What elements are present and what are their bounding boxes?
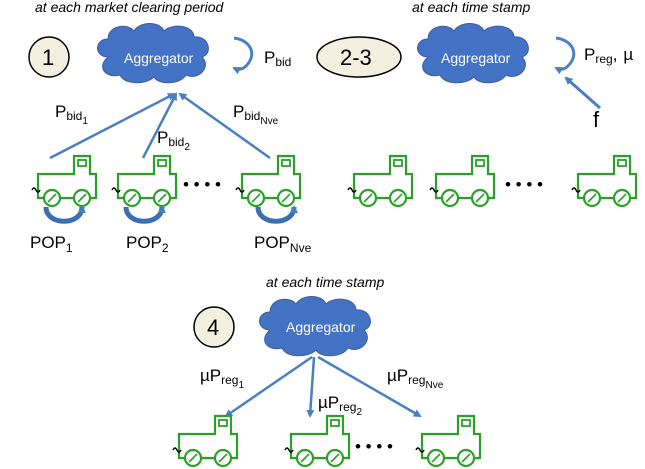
- panel1-ellipsis: • • • •: [183, 175, 221, 194]
- panel4-caption: at each time stamp: [266, 274, 384, 290]
- panel1-step-label: 1: [42, 45, 54, 70]
- panel4-mupreg1-label: µPreg1: [200, 366, 244, 391]
- panel1-vehicle-1: [30, 154, 98, 208]
- panel1-vehicle-nve: [234, 154, 302, 208]
- panel23-preg-mu-label: Preg,µ: [584, 45, 633, 66]
- panel1-bid-arrow-nve: [178, 92, 271, 160]
- panel1-bid-arrow-2: [141, 92, 178, 159]
- panel1-bid-arrow-1: [49, 92, 176, 160]
- panel1-pbid-label: Pbid: [264, 48, 291, 69]
- panel4-vehicle-2: [283, 414, 351, 468]
- panel1-pop2-label: POP2: [126, 233, 169, 255]
- panel23-f-label: f: [593, 107, 600, 132]
- panel4-reg-arrow-1: [224, 355, 313, 418]
- panel4-vehicle-nve: [414, 414, 482, 468]
- panel23-aggregator-label: Aggregator: [441, 50, 511, 66]
- panel1-popnve-label: POPNve: [254, 233, 312, 255]
- panel4-aggregator-label: Aggregator: [286, 319, 356, 335]
- panel23-preg-loop-arrow: [554, 36, 576, 75]
- panel4-reg-arrow-nve: [317, 355, 422, 418]
- panel23-step-ellipse: 2-3: [316, 36, 402, 78]
- panel23-vehicle-1: [346, 154, 414, 208]
- panel23-caption: at each time stamp: [412, 0, 530, 15]
- panel1-vehicle-2: [110, 154, 178, 208]
- panel4-step-circle: 4: [193, 306, 235, 348]
- panel4-ellipsis: • • • •: [355, 437, 393, 456]
- panel23-vehicle-2: [428, 154, 496, 208]
- panel4-mupreg2-label: µPreg2: [318, 393, 362, 418]
- panel1-pbidnve-label: PbidNve: [233, 102, 279, 127]
- panel23-step-label: 2-3: [340, 45, 372, 70]
- panel1-popnve-loop-arrow: [255, 205, 298, 224]
- panel4-reg-arrow-2: [306, 356, 316, 418]
- panel1-pop1-label: POP1: [30, 233, 73, 255]
- panel23-ellipsis: • • • •: [505, 175, 543, 194]
- panel1-aggregator-label: Aggregator: [124, 50, 194, 66]
- panel1-pbid1-label: Pbid1: [55, 102, 88, 127]
- panel4-step-label: 4: [207, 315, 219, 340]
- panel4-mupregnve-label: µPregNve: [387, 366, 444, 391]
- panel1-pbid-loop-arrow: [232, 36, 254, 75]
- panel23-f-arrow: [564, 76, 601, 110]
- panel4-vehicle-1: [171, 414, 239, 468]
- panel1-step-circle: 1: [28, 36, 70, 78]
- panel1-pop2-loop-arrow: [123, 205, 166, 224]
- panel1-pbid2-label: Pbid2: [157, 128, 190, 153]
- panel23-vehicle-nve: [570, 154, 638, 208]
- panel1-pop1-loop-arrow: [43, 205, 86, 224]
- panel1-caption: at each market clearing period: [35, 0, 225, 15]
